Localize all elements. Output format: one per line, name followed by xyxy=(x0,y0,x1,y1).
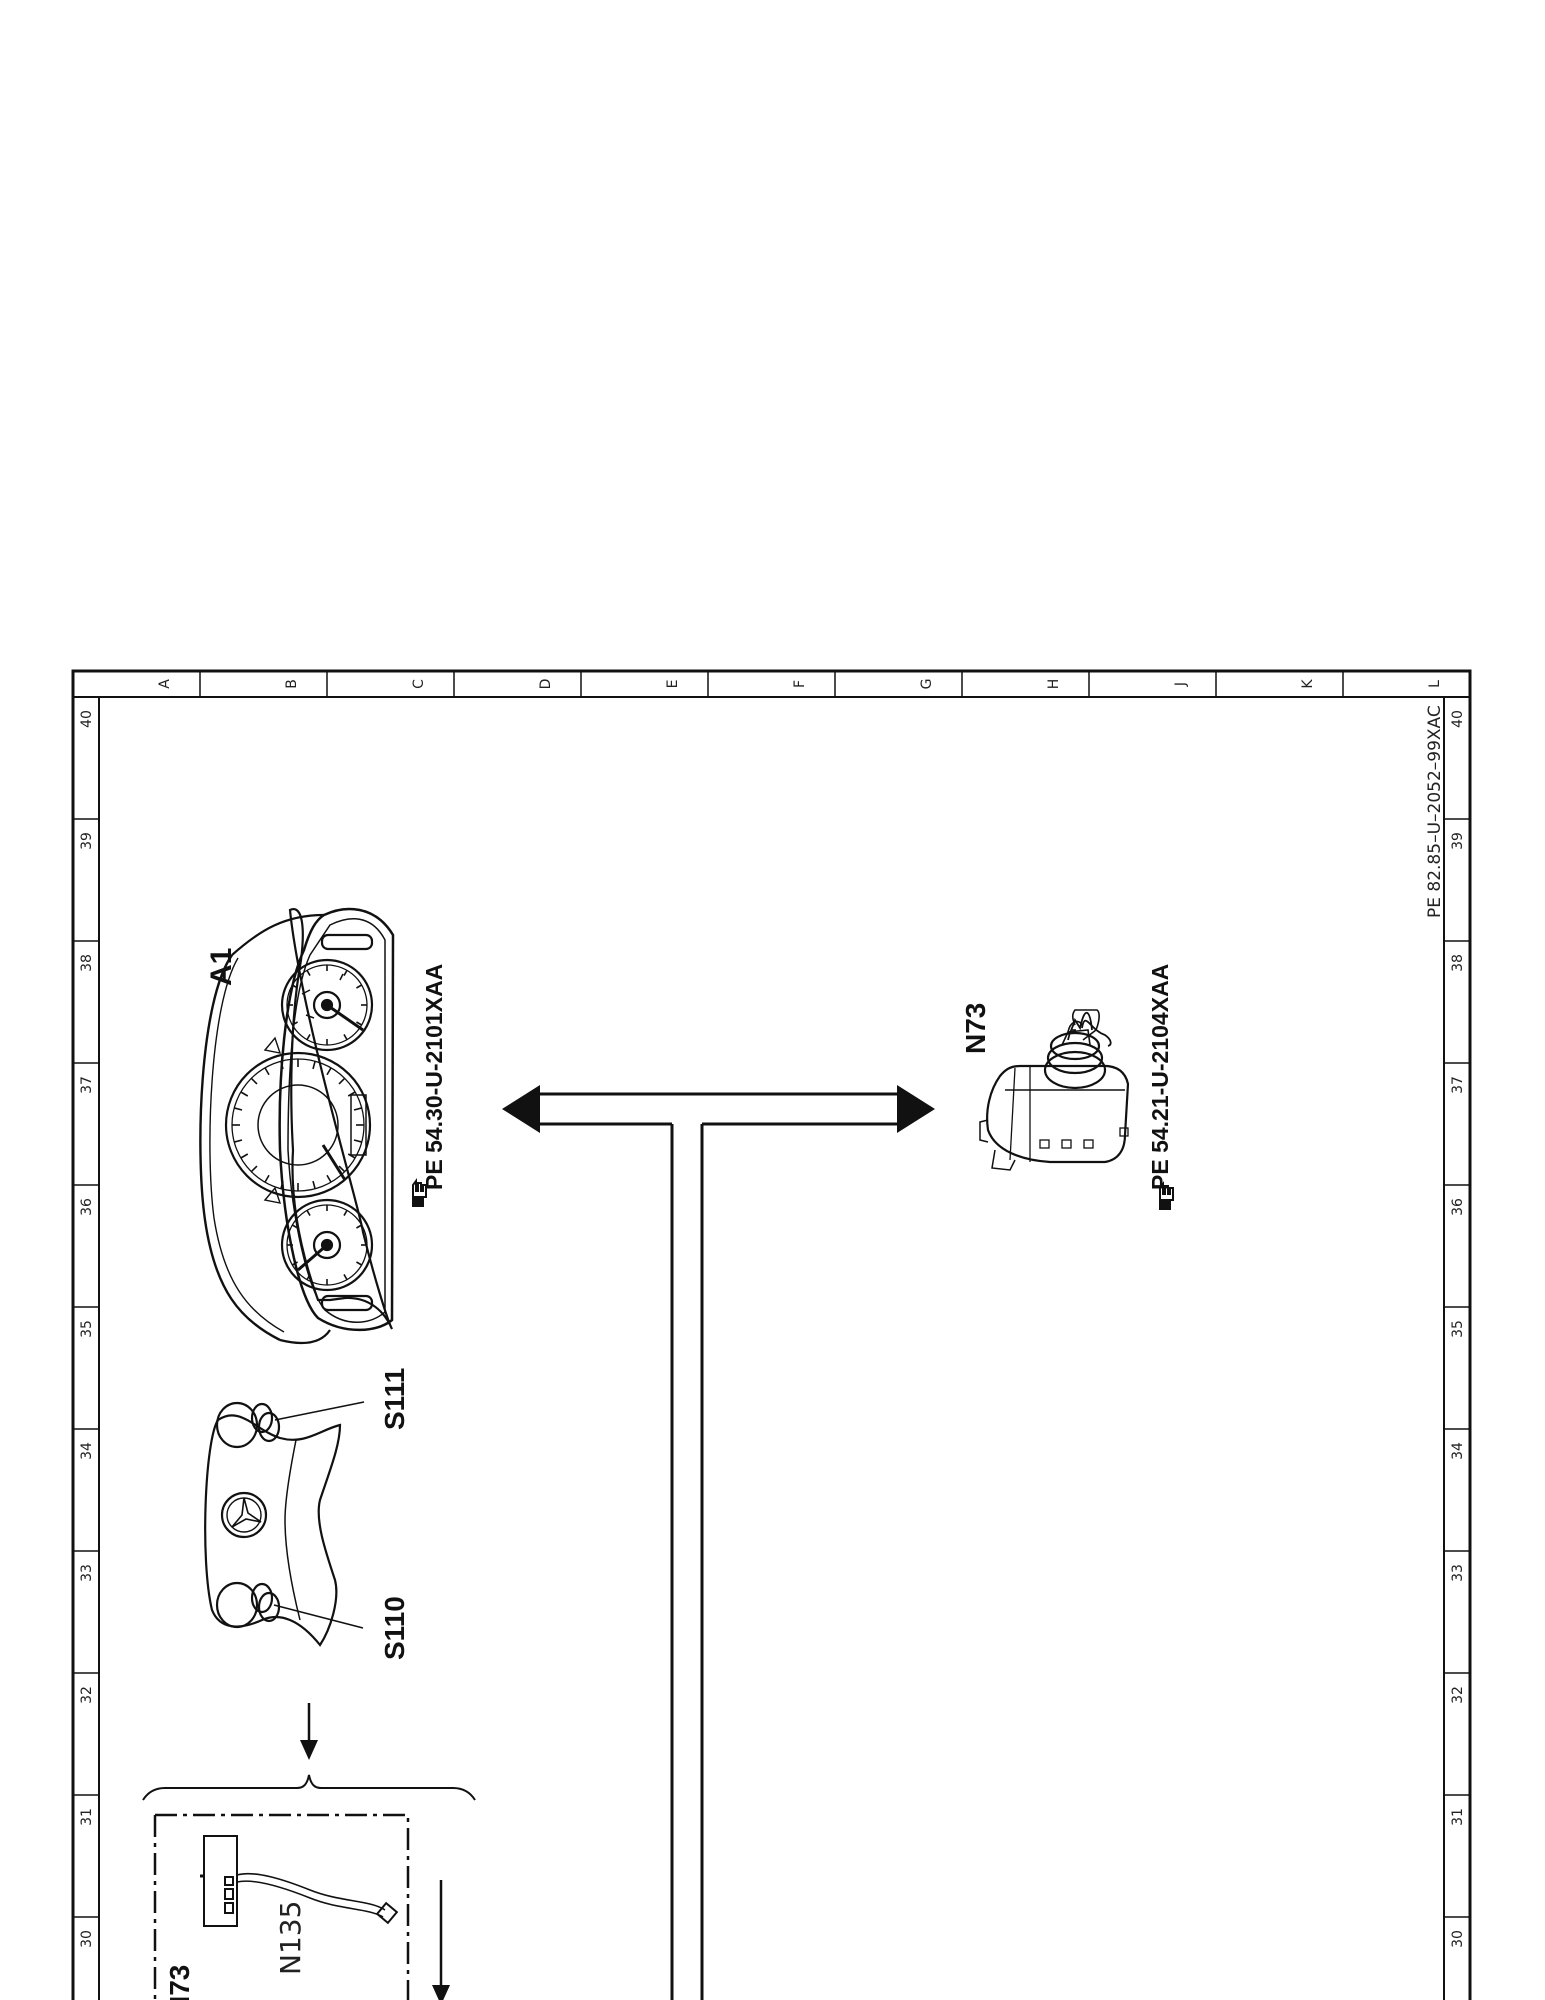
gauge-tick xyxy=(240,1091,249,1097)
grid-row-label: 30 xyxy=(79,1930,95,1948)
down-arrow-icon xyxy=(300,1703,318,1760)
grid-row-label: 37 xyxy=(79,1076,95,1094)
gauge-tick xyxy=(306,1209,311,1216)
grid-column-label: G xyxy=(919,679,935,690)
a1-reference: PE 54.30-U-2101XAA xyxy=(421,964,447,1190)
gauge-tick xyxy=(291,1021,298,1026)
grid-column-label: C xyxy=(411,679,427,689)
gauge-tick xyxy=(306,1034,311,1041)
grid-row-label: 33 xyxy=(1450,1564,1466,1582)
grid-row-label: 31 xyxy=(1450,1808,1466,1826)
gauge-tick xyxy=(356,1224,363,1229)
a1-label: A1 xyxy=(205,948,238,986)
inset-brace xyxy=(142,1774,476,1801)
ignition-switch-n73-illustration xyxy=(979,1009,1130,1171)
grid-row-labels-right: 40 39 38 37 36 35 34 33 32 31 30 xyxy=(1450,710,1466,1948)
grid-row-label: 37 xyxy=(1450,1076,1466,1094)
gauge-tick xyxy=(291,1261,298,1266)
grid-row-label: 32 xyxy=(79,1686,95,1704)
cluster-gauge-ticks xyxy=(232,965,367,1285)
sheet-frame xyxy=(71,669,1472,2000)
grid-row-label: 34 xyxy=(79,1442,95,1460)
down-arrow-icon xyxy=(432,1880,450,2000)
gauge-tick xyxy=(250,1165,258,1173)
grid-row-labels-left: 40 39 38 37 36 35 34 33 32 31 30 xyxy=(79,710,95,1948)
grid-column-label: B xyxy=(284,679,300,689)
pointing-hand-icon xyxy=(1159,1181,1174,1210)
grid-row-label: 40 xyxy=(79,710,95,728)
n73-reference: PE 54.21-U-2104XAA xyxy=(1147,964,1173,1190)
gauge-tick xyxy=(291,1224,298,1229)
grid-row-label: 32 xyxy=(1450,1686,1466,1704)
gauge-tick xyxy=(343,969,348,976)
gauge-tick xyxy=(356,1021,363,1026)
grid-row-dividers xyxy=(73,818,1470,1918)
instrument-cluster-a1-illustration xyxy=(199,907,395,1345)
grid-column-label: J xyxy=(1173,682,1189,687)
gauge-tick xyxy=(326,1174,332,1183)
gauge-tick xyxy=(338,1165,346,1173)
gauge-tick xyxy=(343,1034,348,1041)
n73-label: N73 xyxy=(960,1003,991,1054)
grid-column-label: L xyxy=(1427,680,1443,688)
gauge-tick xyxy=(353,1139,362,1143)
grid-row-label: 34 xyxy=(1450,1442,1466,1460)
gauge-tick xyxy=(347,1153,356,1159)
gauge-tick xyxy=(312,1061,316,1070)
gauge-tick xyxy=(234,1139,243,1143)
gauge-tick xyxy=(347,1091,356,1097)
grid-row-label: 40 xyxy=(1450,710,1466,728)
gauge-tick xyxy=(240,1153,249,1159)
grid-column-label: E xyxy=(665,680,681,689)
grid-column-dividers xyxy=(199,671,1344,697)
gauge-tick xyxy=(291,984,298,989)
gauge-tick xyxy=(338,1077,346,1085)
grid-column-label: F xyxy=(792,680,808,688)
grid-row-label: 36 xyxy=(79,1198,95,1216)
grid-row-label: 35 xyxy=(79,1320,95,1338)
grid-row-label: 33 xyxy=(79,1564,95,1582)
grid-row-label: 31 xyxy=(79,1808,95,1826)
gauge-tick xyxy=(234,1107,243,1111)
grid-row-label: 39 xyxy=(79,832,95,850)
gauge-tick xyxy=(264,1067,270,1076)
pointing-hand-icon xyxy=(412,1178,427,1207)
gauge-tick xyxy=(343,1274,348,1281)
gauge-tick xyxy=(312,1180,316,1189)
gauge-tick xyxy=(264,1174,270,1183)
grid-column-label: K xyxy=(1300,679,1316,689)
gauge-tick xyxy=(356,1261,363,1266)
drawing-number: PE 82.85–U–2052–99XAC xyxy=(1425,705,1445,918)
inset-detail-box xyxy=(153,1813,410,2000)
n73-partial-label: N73 xyxy=(164,1965,195,2000)
grid-row-label: 30 xyxy=(1450,1930,1466,1948)
connection-arrow-t xyxy=(535,1092,900,2000)
n135-label: N135 xyxy=(274,1901,307,1975)
gauge-tick xyxy=(343,1209,348,1216)
grid-column-label: H xyxy=(1046,679,1062,690)
gauge-tick xyxy=(280,1180,284,1189)
grid-row-label: 36 xyxy=(1450,1198,1466,1216)
grid-row-label: 35 xyxy=(1450,1320,1466,1338)
connector-n135-illustration xyxy=(200,1835,399,1927)
s111-label: S111 xyxy=(379,1368,410,1430)
gauge-tick xyxy=(250,1077,258,1085)
gauge-tick xyxy=(306,1274,311,1281)
steering-wheel-hub-illustration xyxy=(204,1401,365,1647)
grid-row-label: 38 xyxy=(1450,954,1466,972)
grid-row-label: 39 xyxy=(1450,832,1466,850)
gauge-tick xyxy=(353,1107,362,1111)
grid-column-label: A xyxy=(157,679,173,689)
grid-row-label: 38 xyxy=(79,954,95,972)
arrow-icon xyxy=(502,1085,935,1133)
gauge-tick xyxy=(326,1067,332,1076)
s110-label: S110 xyxy=(379,1596,410,1660)
grid-column-label: D xyxy=(538,679,554,690)
gauge-tick xyxy=(356,984,363,989)
gauge-tick xyxy=(280,1061,284,1070)
gauge-tick xyxy=(306,969,311,976)
